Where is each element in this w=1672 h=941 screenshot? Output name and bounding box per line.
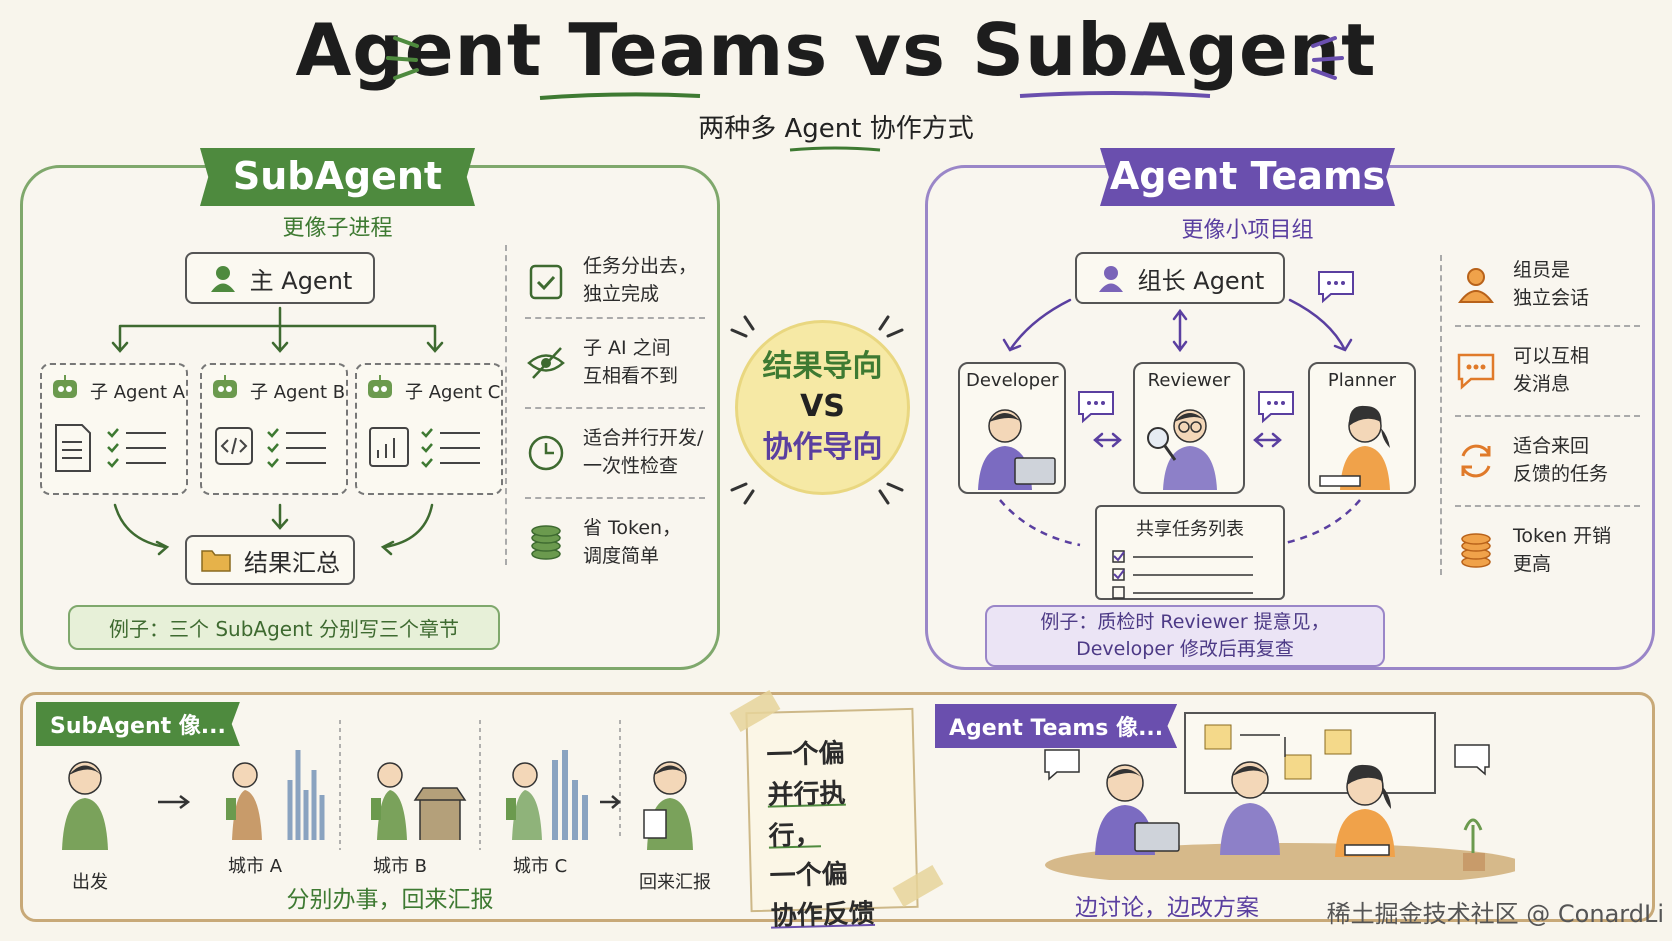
note-line: 并行执行， (767, 778, 846, 852)
stop-label: 回来汇报 (639, 872, 711, 893)
agent-teams-description: 更像小项目组 (1181, 218, 1314, 243)
subagent-analogy-tag: SubAgent 像... (36, 702, 240, 746)
person-icon (1098, 266, 1123, 292)
stop-label: 出发 (72, 872, 108, 893)
subtitle: 两种多 Agent 协作方式 (698, 114, 974, 144)
feature-text: 适合并行开发/ 一次性检查 (583, 427, 704, 477)
feature-text: 省 Token， 调度简单 (583, 517, 682, 567)
feature-divider (505, 245, 507, 565)
child-task-icons (55, 424, 480, 472)
agent-teams-banner: Agent Teams (1100, 148, 1395, 206)
chat-bubble-icon (1318, 271, 1354, 304)
feature-item: 可以互相 发消息 (1455, 327, 1640, 415)
subagent-feature-list: 任务分出去， 独立完成 子 AI 之间 互相看不到 适合并行开发/ 一次性检查 … (525, 245, 705, 587)
subagent-analogy-caption: 分别办事，回来汇报 (286, 887, 494, 913)
main-agent-label: 主 Agent (249, 266, 353, 295)
robot-icon (213, 375, 237, 398)
result-summary-box: 结果汇总 (185, 535, 355, 585)
feature-text: 任务分出去， 独立完成 (583, 255, 698, 305)
note-line: 一个偏 (769, 859, 849, 892)
vs-badge: 结果导向 VS 协作导向 (735, 320, 910, 495)
feature-text: Token 开销 更高 (1513, 525, 1612, 575)
team-arrows (999, 298, 1361, 547)
feature-text: 可以互相 发消息 (1513, 345, 1590, 395)
feature-item: Token 开销 更高 (1455, 507, 1640, 595)
refresh-icon (1461, 444, 1491, 478)
stop-label: 城市 A (227, 856, 283, 877)
feature-text: 子 AI 之间 互相看不到 (583, 337, 679, 387)
coins-icon (1461, 533, 1491, 568)
member-label: Developer (966, 370, 1059, 391)
subagent-example: 例子：三个 SubAgent 分别写三个章节 (68, 605, 500, 650)
clipboard-check-icon (529, 264, 563, 300)
coins-icon (531, 525, 561, 560)
meeting-illustration (1044, 712, 1515, 880)
example-line: 例子：质检时 Reviewer 提意见， (1040, 611, 1330, 634)
child-agent-label: 子 Agent C (405, 382, 501, 403)
note-line: 一个偏 (766, 738, 845, 771)
shared-task-list: 共享任务列表 (1095, 505, 1285, 600)
lead-agent-label: 组长 Agent (1137, 266, 1265, 295)
stop-label: 城市 C (512, 856, 568, 877)
task-checklist (1112, 550, 1253, 599)
lead-agent-box: 组长 Agent (1075, 252, 1285, 304)
feature-item: 任务分出去， 独立完成 (525, 245, 705, 317)
stop-label: 城市 B (372, 856, 428, 877)
vs-line-collab: 协作导向 (762, 429, 883, 465)
feature-item: 组员是 独立会话 (1455, 245, 1640, 325)
chat-bubble-icon (1457, 353, 1495, 390)
chat-bubble-icon (1258, 391, 1294, 424)
member-illustrations (978, 405, 1390, 490)
title-decoration (386, 36, 1344, 152)
main-title: Agent Teams vs SubAgent (295, 8, 1377, 92)
vs-sparks (730, 315, 904, 505)
result-summary-label: 结果汇总 (244, 548, 340, 577)
person-icon (1458, 268, 1494, 303)
clock-icon (528, 435, 564, 471)
agent-teams-example: 例子：质检时 Reviewer 提意见， Developer 修改后再复查 (985, 605, 1385, 667)
feature-divider (1440, 255, 1442, 575)
note-line: 协作反馈 (770, 899, 876, 932)
agent-teams-analogy-caption: 边讨论，边改方案 (1075, 895, 1259, 921)
member-label: Planner (1327, 370, 1397, 391)
member-label: Reviewer (1147, 370, 1231, 391)
robot-icon (53, 375, 77, 398)
main-agent-box: 主 Agent (185, 252, 375, 304)
feature-text: 组员是 独立会话 (1513, 259, 1590, 309)
subagent-banner: SubAgent (200, 148, 475, 206)
shared-task-list-title: 共享任务列表 (1136, 519, 1244, 540)
child-agent-label: 子 Agent B (250, 382, 346, 403)
feature-text: 适合来回 反馈的任务 (1513, 435, 1609, 485)
teams-feature-list: 组员是 独立会话 可以互相 发消息 适合来回 反馈的任务 Token 开销 更高 (1455, 245, 1640, 595)
example-line: Developer 修改后再复查 (1076, 638, 1294, 660)
folder-icon (201, 550, 231, 572)
feature-item: 适合来回 反馈的任务 (1455, 417, 1640, 505)
subagent-arrows (111, 306, 444, 556)
person-icon (210, 266, 235, 292)
feature-item: 省 Token， 调度简单 (525, 499, 705, 587)
feature-item: 子 AI 之间 互相看不到 (525, 319, 705, 407)
travel-illustration (62, 720, 693, 850)
child-agent-label: 子 Agent A (90, 382, 186, 403)
watermark: 稀土掘金技术社区 @ ConardLi (1326, 900, 1664, 928)
feature-item: 适合并行开发/ 一次性检查 (525, 409, 705, 497)
subagent-description: 更像子进程 (282, 216, 393, 241)
summary-note: 一个偏 并行执行， 一个偏 协作反馈 (745, 707, 919, 932)
agent-teams-analogy-tag: Agent Teams 像... (935, 704, 1178, 748)
robot-icon (368, 375, 392, 398)
vs-line-result: 结果导向 (762, 348, 883, 384)
vs-line-vs: VS (800, 389, 845, 425)
chat-bubble-icon (1078, 391, 1114, 424)
eye-off-icon (527, 347, 565, 379)
